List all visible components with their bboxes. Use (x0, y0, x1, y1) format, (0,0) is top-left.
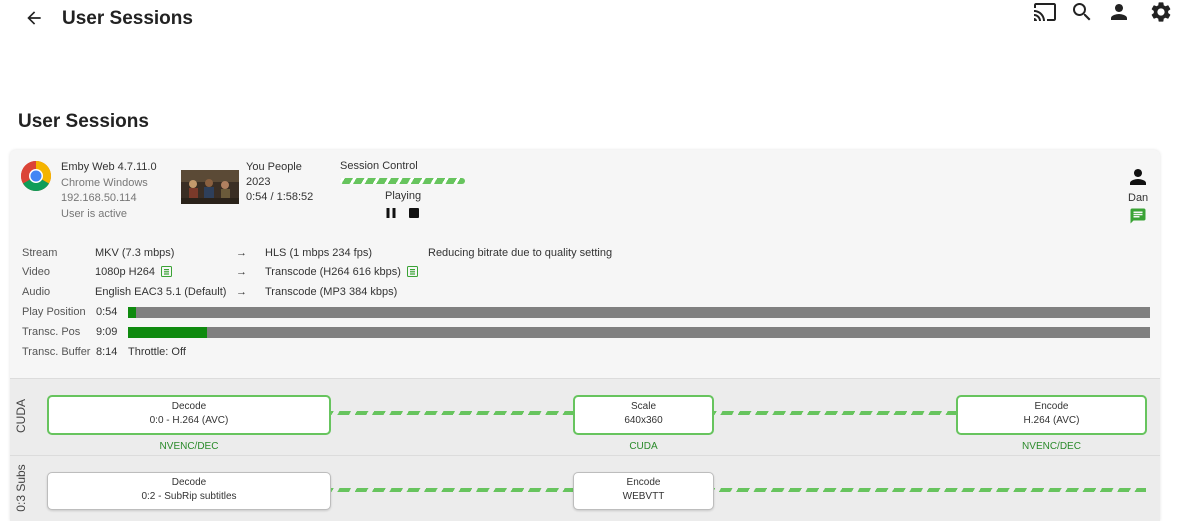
node-title: Decode (171, 477, 207, 488)
lane-label: CUDA (14, 399, 28, 434)
client-info: Emby Web 4.7.11.0 Chrome Windows 192.168… (61, 160, 157, 222)
lane-label: 0:3 Subs (14, 464, 28, 512)
decode-node[interactable]: Decode 0:0 - H.264 (AVC) (47, 395, 331, 435)
info-chip-icon[interactable] (407, 266, 419, 277)
node-title: Encode (626, 477, 661, 488)
media-info: You People 2023 0:54 / 1:58:52 (246, 160, 313, 205)
node-detail: 0:2 - SubRip subtitles (141, 491, 237, 502)
pipeline-link (714, 411, 957, 415)
node-title: Scale (630, 401, 656, 412)
user-avatar-icon (1130, 169, 1146, 185)
node-sub: NVENC/DEC (1022, 441, 1081, 452)
info-chip-icon[interactable] (161, 266, 173, 277)
play-position-label: Play Position (22, 306, 86, 318)
media-title[interactable]: You People (246, 161, 302, 173)
audio-arrow: → (236, 286, 247, 298)
session-progress-bar (340, 178, 465, 184)
node-sub: NVENC/DEC (159, 441, 219, 452)
scale-node[interactable]: Scale 640x360 (573, 395, 714, 435)
cast-icon[interactable] (1033, 0, 1057, 24)
stream-note: Reducing bitrate due to quality setting (428, 247, 613, 259)
media-year: 2023 (246, 176, 271, 188)
node-sub: CUDA (629, 441, 658, 452)
video-source-text: 1080p H264 (95, 266, 155, 278)
transc-buffer-label: Transc. Buffer (22, 346, 91, 358)
node-detail: 0:0 - H.264 (AVC) (149, 415, 229, 426)
transc-pos-fill (128, 327, 207, 338)
pipeline-lane-subs: 0:3 Subs Decode 0:2 - SubRip subtitles E… (10, 455, 1160, 521)
subs-decode-node[interactable]: Decode 0:2 - SubRip subtitles (47, 472, 331, 510)
node-detail: H.264 (AVC) (1023, 415, 1080, 426)
pipeline-link (331, 488, 574, 492)
node-title: Encode (1034, 401, 1069, 412)
stream-target: HLS (1 mbps 234 fps) (265, 247, 372, 259)
user-icon[interactable] (1107, 0, 1131, 24)
audio-source: English EAC3 5.1 (Default) (95, 286, 227, 298)
play-state: Playing (385, 190, 422, 202)
play-position-bar[interactable] (128, 307, 1150, 318)
throttle-status: Throttle: Off (128, 346, 186, 358)
app-title: User Sessions (62, 8, 193, 29)
subs-encode-node[interactable]: Encode WEBVTT (573, 472, 714, 510)
client-device: Chrome Windows (61, 176, 148, 189)
client-ip: 192.168.50.114 (61, 192, 137, 204)
encode-node[interactable]: Encode H.264 (AVC) (956, 395, 1147, 435)
video-source: 1080p H264 (95, 266, 173, 278)
video-target-text: Transcode (H264 616 kbps) (265, 266, 401, 278)
audio-target: Transcode (MP3 384 kbps) (265, 286, 398, 298)
stop-icon[interactable] (409, 208, 419, 218)
client-activity: User is active (61, 207, 128, 220)
stream-label: Stream (22, 247, 58, 259)
message-icon[interactable] (1129, 207, 1147, 225)
client-app: Emby Web 4.7.11.0 (61, 161, 157, 173)
transc-pos-label: Transc. Pos (22, 326, 81, 338)
settings-gear-icon[interactable] (1149, 0, 1173, 24)
pipeline-lane-cuda: CUDA Decode 0:0 - H.264 (AVC) NVENC/DEC … (10, 378, 1160, 455)
pipeline-link (331, 411, 574, 415)
media-thumbnail[interactable] (181, 170, 239, 204)
audio-label: Audio (22, 286, 51, 298)
video-label: Video (22, 266, 50, 278)
stream-source: MKV (7.3 mbps) (95, 247, 175, 259)
pause-icon[interactable] (386, 208, 396, 218)
node-detail: WEBVTT (622, 491, 665, 502)
media-position: 0:54 / 1:58:52 (246, 191, 314, 203)
app-bar: User Sessions (0, 0, 1200, 38)
page-title: User Sessions (18, 111, 149, 132)
node-title: Decode (171, 401, 207, 412)
user-name: Dan (1128, 192, 1149, 204)
session-control-label: Session Control (340, 160, 418, 172)
transc-pos-value: 9:09 (96, 326, 118, 338)
back-arrow-icon[interactable] (24, 8, 44, 28)
session-card: Emby Web 4.7.11.0 Chrome Windows 192.168… (10, 150, 1160, 521)
stream-arrow: → (236, 247, 247, 259)
video-arrow: → (236, 266, 247, 278)
transc-buffer-value: 8:14 (96, 346, 118, 358)
node-detail: 640x360 (624, 415, 663, 426)
search-icon[interactable] (1070, 0, 1094, 24)
video-target: Transcode (H264 616 kbps) (265, 266, 419, 278)
transc-pos-bar (128, 327, 1150, 338)
play-position-value: 0:54 (96, 306, 118, 318)
pipeline-link (714, 488, 1146, 492)
chrome-logo-icon (20, 161, 52, 192)
play-position-fill (128, 307, 136, 318)
